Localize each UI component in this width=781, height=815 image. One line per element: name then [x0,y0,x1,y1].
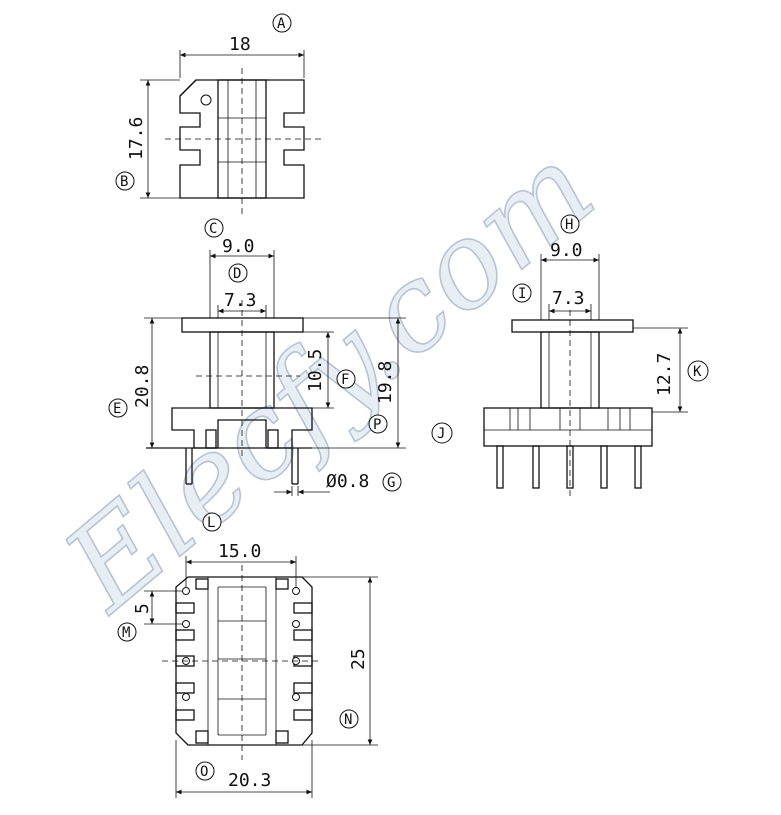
top-view: 18 A 17.6 B [115,13,322,214]
side-height-label: K [693,364,702,380]
side-core-label: I [518,286,526,302]
side-view: 9.0 H 7.3 I 12.7 K [483,214,709,500]
front-flange-dim: 9.0 [222,236,255,257]
side-pins [496,445,642,489]
top-view-mark [200,94,212,106]
bottom-width-dim: 20.3 [228,770,271,791]
bottom-pin-holes [182,587,300,701]
top-height-dim: 17.6 [126,117,147,160]
front-total-height-dim: 20.8 [132,365,153,408]
side-base [483,407,653,447]
side-core-dim: 7.3 [552,288,585,309]
side-pin-slots [509,408,631,430]
side-height-dim: 12.7 [654,353,675,396]
front-window-label: F [341,372,349,388]
bottom-pitch-label: M [122,625,130,641]
front-view-label: J [437,426,445,442]
front-core-dim: 7.3 [224,290,257,311]
side-flange-label: H [565,217,573,233]
front-flange-label: C [209,221,217,237]
front-body-height-label: P [373,417,381,433]
front-pin-dim: Ø0.8 [326,471,369,492]
bottom-length-dim: 25 [348,648,369,670]
front-pin-label: G [387,475,395,491]
bottom-view: 15.0 L 5 M 25 N 20.3 O [117,512,378,798]
front-view: 9.0 C D 7.3 20.8 E 10.5 F 19.8 P J [108,218,453,496]
front-window-dim: 10.5 [305,349,326,392]
top-view-label: A [277,16,286,32]
bottom-slots-right [293,602,313,721]
bottom-width-label: O [200,764,208,780]
bottom-length-label: N [344,712,352,728]
bottom-pitch-dim: 5 [132,603,153,614]
bottom-pin-span-label: L [207,515,215,531]
top-width-dim: 18 [229,34,251,55]
front-total-height-label: E [113,401,121,417]
bottom-pin-span-dim: 15.0 [218,541,261,562]
front-base [171,407,313,449]
top-height-label: B [120,174,128,190]
side-top-flange [511,319,634,333]
side-flange-dim: 9.0 [550,240,583,261]
front-core-label: D [233,266,241,282]
front-body-height-dim: 19.8 [375,361,396,404]
